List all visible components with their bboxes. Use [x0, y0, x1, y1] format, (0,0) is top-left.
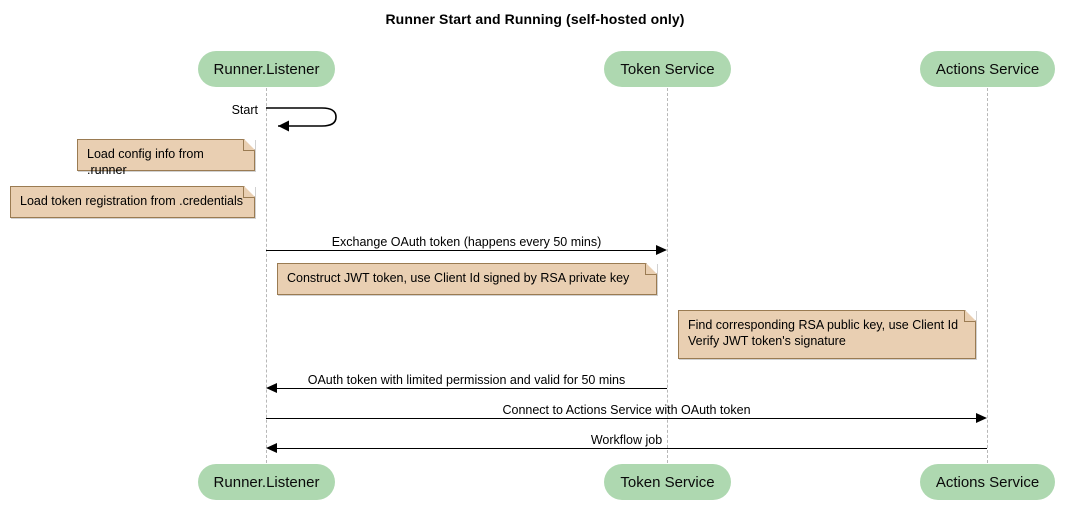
message-line-workflow-job [277, 448, 987, 449]
note-verify-jwt: Find corresponding RSA public key, use C… [678, 310, 976, 359]
note-fold-icon [244, 186, 255, 197]
message-label-start: Start [231, 103, 258, 117]
page-title: Runner Start and Running (self-hosted on… [385, 11, 685, 27]
message-label-connect-actions-service: Connect to Actions Service with OAuth to… [502, 403, 751, 417]
note-text: Load config info from .runner [87, 147, 204, 177]
note-fold-icon [646, 263, 657, 274]
note-load-config: Load config info from .runner [77, 139, 255, 177]
arrowhead-right-icon [656, 244, 667, 255]
lifeline-token [667, 88, 668, 463]
participant-label: Actions Service [935, 60, 1040, 78]
lifeline-actions [987, 88, 988, 463]
arrowhead-left-icon [266, 382, 277, 393]
arrowhead-right-icon [976, 412, 987, 423]
note-construct-jwt: Construct JWT token, use Client Id signe… [277, 263, 657, 295]
message-label-workflow-job: Workflow job [590, 433, 663, 447]
note-text-line2: Verify JWT token's signature [688, 334, 846, 348]
participant-token-top[interactable]: Token Service [604, 51, 731, 87]
participant-actions-bottom[interactable]: Actions Service [920, 464, 1055, 500]
arrowhead-left-icon [266, 442, 277, 453]
note-text-line1: Find corresponding RSA public key, use C… [688, 318, 959, 332]
participant-actions-top[interactable]: Actions Service [920, 51, 1055, 87]
message-line-connect-actions-service [266, 418, 976, 419]
message-line-oauth-token-returned [277, 388, 667, 389]
message-label-exchange-oauth-token: Exchange OAuth token (happens every 50 m… [331, 235, 602, 249]
participant-label: Runner.Listener [213, 60, 320, 78]
message-line-exchange-oauth-token [266, 250, 656, 251]
participant-runner-top[interactable]: Runner.Listener [198, 51, 335, 87]
note-text: Load token registration from .credential… [20, 194, 244, 208]
message-self-start [260, 100, 345, 135]
participant-label: Token Service [620, 60, 715, 78]
participant-label: Token Service [620, 473, 715, 491]
message-label-oauth-token-returned: OAuth token with limited permission and … [307, 373, 626, 387]
lifeline-runner [266, 88, 267, 463]
note-text: Construct JWT token, use Client Id signe… [287, 271, 630, 285]
note-load-token-registration: Load token registration from .credential… [10, 186, 255, 218]
participant-label: Runner.Listener [213, 473, 320, 491]
participant-label: Actions Service [935, 473, 1040, 491]
note-fold-icon [244, 139, 255, 150]
participant-token-bottom[interactable]: Token Service [604, 464, 731, 500]
note-fold-icon [965, 310, 976, 321]
participant-runner-bottom[interactable]: Runner.Listener [198, 464, 335, 500]
